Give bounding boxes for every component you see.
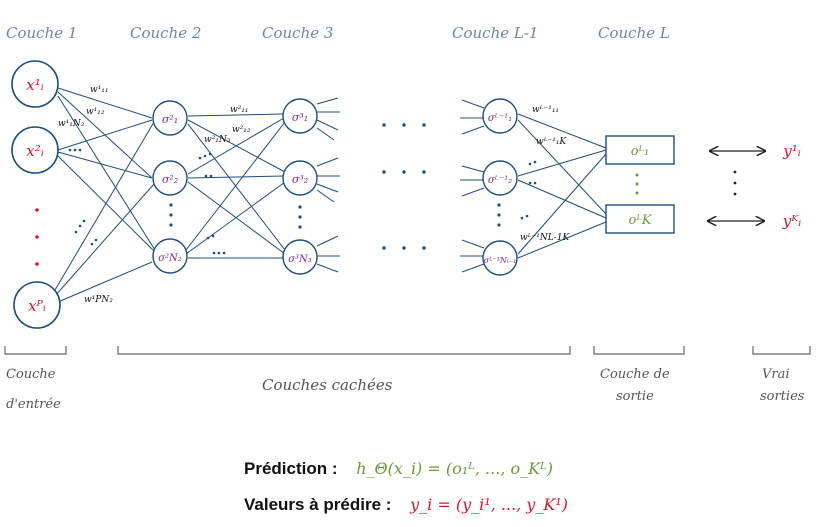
layerlm1-node-2 — [482, 160, 518, 196]
input-node-2 — [11, 126, 59, 174]
edges-lm1-output — [517, 113, 607, 259]
target-row: Valeurs à prédire : y_i = (y_i¹, ..., y_… — [244, 495, 568, 515]
prediction-label: Prédiction : — [244, 459, 338, 478]
weight-wl11: wᴸ⁻¹₁₁ — [532, 105, 559, 115]
group-brackets — [4, 346, 811, 355]
layer-lm1: σᴸ⁻¹₁ σᴸ⁻¹₂ σᴸ⁻¹Nₗ₋₁ — [482, 98, 518, 276]
bracket-labels: Couche d'entrée Couches cachées Couche d… — [6, 367, 805, 412]
layer2-node-1 — [152, 100, 188, 136]
output-layer: oᴸ₁ oᴸK — [605, 135, 675, 234]
target-formula: y_i = (y_i¹, ..., y_K¹) — [410, 495, 568, 514]
label-input-1: Couche — [6, 367, 56, 382]
layerlm1-node-1-label: σᴸ⁻¹₁ — [488, 113, 512, 124]
label-truth-1: Vrai — [762, 367, 790, 382]
layer2-node-2 — [152, 160, 188, 196]
weight-wlnk: wᴸ⁻¹NL-1K — [520, 233, 570, 243]
layer3-node-2-label: σ³₂ — [292, 173, 308, 186]
layer3-node-2 — [282, 160, 318, 196]
input-node-p-label: xᴾᵢ — [28, 297, 46, 315]
compare-arrows — [708, 151, 765, 221]
prediction-row: Prédiction : h_Θ(x_i) = (o₁ᴸ, ..., o_Kᴸ) — [244, 459, 553, 479]
layer-lm1-title: Couche L-1 — [452, 24, 538, 42]
label-hidden: Couches cachées — [262, 376, 393, 394]
input-node-2-label: x²ᵢ — [26, 142, 44, 160]
weight-labels: w¹₁₁ w¹₁₂ w¹₁N₂ w¹PN₂ w²₁₁ w²₁₂ w²₁N₃ wᴸ… — [58, 85, 570, 305]
output-node-k-label: oᴸK — [629, 213, 653, 228]
layer2-node-1-label: σ²₁ — [162, 113, 178, 126]
layer-3: σ³₁ σ³₂ σ³N₃ — [282, 98, 318, 275]
weight-w212: w²₁₂ — [232, 125, 251, 135]
bracket-truth — [752, 346, 811, 355]
label-truth-2: sorties — [760, 389, 805, 404]
weight-w112: w¹₁₂ — [86, 107, 105, 117]
weight-wl1k: wᴸ⁻¹₁K — [536, 137, 567, 147]
bracket-input — [4, 346, 67, 355]
prediction-formula: h_Θ(x_i) = (o₁ᴸ, ..., o_Kᴸ) — [356, 459, 553, 478]
weight-w211: w²₁₁ — [230, 105, 249, 115]
input-node-1-label: x¹ᵢ — [26, 76, 44, 94]
layer-2: σ²₁ σ²₂ σ²N₂ — [152, 100, 188, 274]
targets: y¹ᵢ yᴷᵢ — [782, 142, 802, 230]
output-node-1-label: oᴸ₁ — [631, 144, 649, 159]
weight-w1n2: w¹₁N₂ — [58, 119, 85, 129]
label-output-1: Couche de — [600, 367, 670, 382]
layer2-node-n-label: σ²N₂ — [158, 253, 182, 264]
layer3-node-n-label: σ³N₃ — [288, 254, 312, 265]
output-node-1 — [605, 135, 675, 165]
layer2-node-n — [152, 238, 188, 274]
edges-layer3-out — [316, 97, 340, 273]
weight-w21n3: w²₁N₃ — [204, 135, 231, 145]
bracket-output — [593, 346, 685, 355]
target-k: yᴷᵢ — [782, 212, 802, 230]
input-node-1 — [11, 60, 59, 108]
edge-dots — [68, 148, 537, 255]
layer3-node-n — [282, 239, 318, 275]
layer3-node-1-label: σ³₁ — [292, 111, 308, 124]
layer2-node-2-label: σ²₂ — [162, 173, 178, 186]
target-label: Valeurs à prédire : — [244, 495, 392, 514]
label-output-2: sortie — [616, 389, 654, 404]
layerlm1-node-n-label: σᴸ⁻¹Nₗ₋₁ — [484, 256, 517, 265]
layer-2-title: Couche 2 — [130, 24, 201, 42]
weight-w1pn2: w¹PN₂ — [84, 295, 113, 305]
edges-into-lm1 — [460, 99, 485, 273]
layerlm1-node-n — [482, 240, 518, 276]
layer-l-title: Couche L — [598, 24, 670, 42]
label-input-2: d'entrée — [6, 397, 61, 412]
edges-layer2-layer3 — [185, 113, 286, 259]
input-layer: x¹ᵢ x²ᵢ xᴾᵢ — [11, 60, 61, 329]
edges-input-layer2 — [54, 87, 156, 303]
layerlm1-node-2-label: σᴸ⁻¹₂ — [488, 175, 512, 186]
layer-1-title: Couche 1 — [6, 24, 77, 42]
weight-w111: w¹₁₁ — [90, 85, 109, 95]
bracket-hidden — [117, 346, 571, 355]
layer-3-title: Couche 3 — [262, 24, 333, 42]
target-1: y¹ᵢ — [782, 142, 801, 160]
layerlm1-node-1 — [482, 98, 518, 134]
output-node-k — [605, 204, 675, 234]
layer3-node-1 — [282, 98, 318, 134]
layer-ellipsis — [35, 123, 737, 266]
input-node-p — [13, 281, 61, 329]
